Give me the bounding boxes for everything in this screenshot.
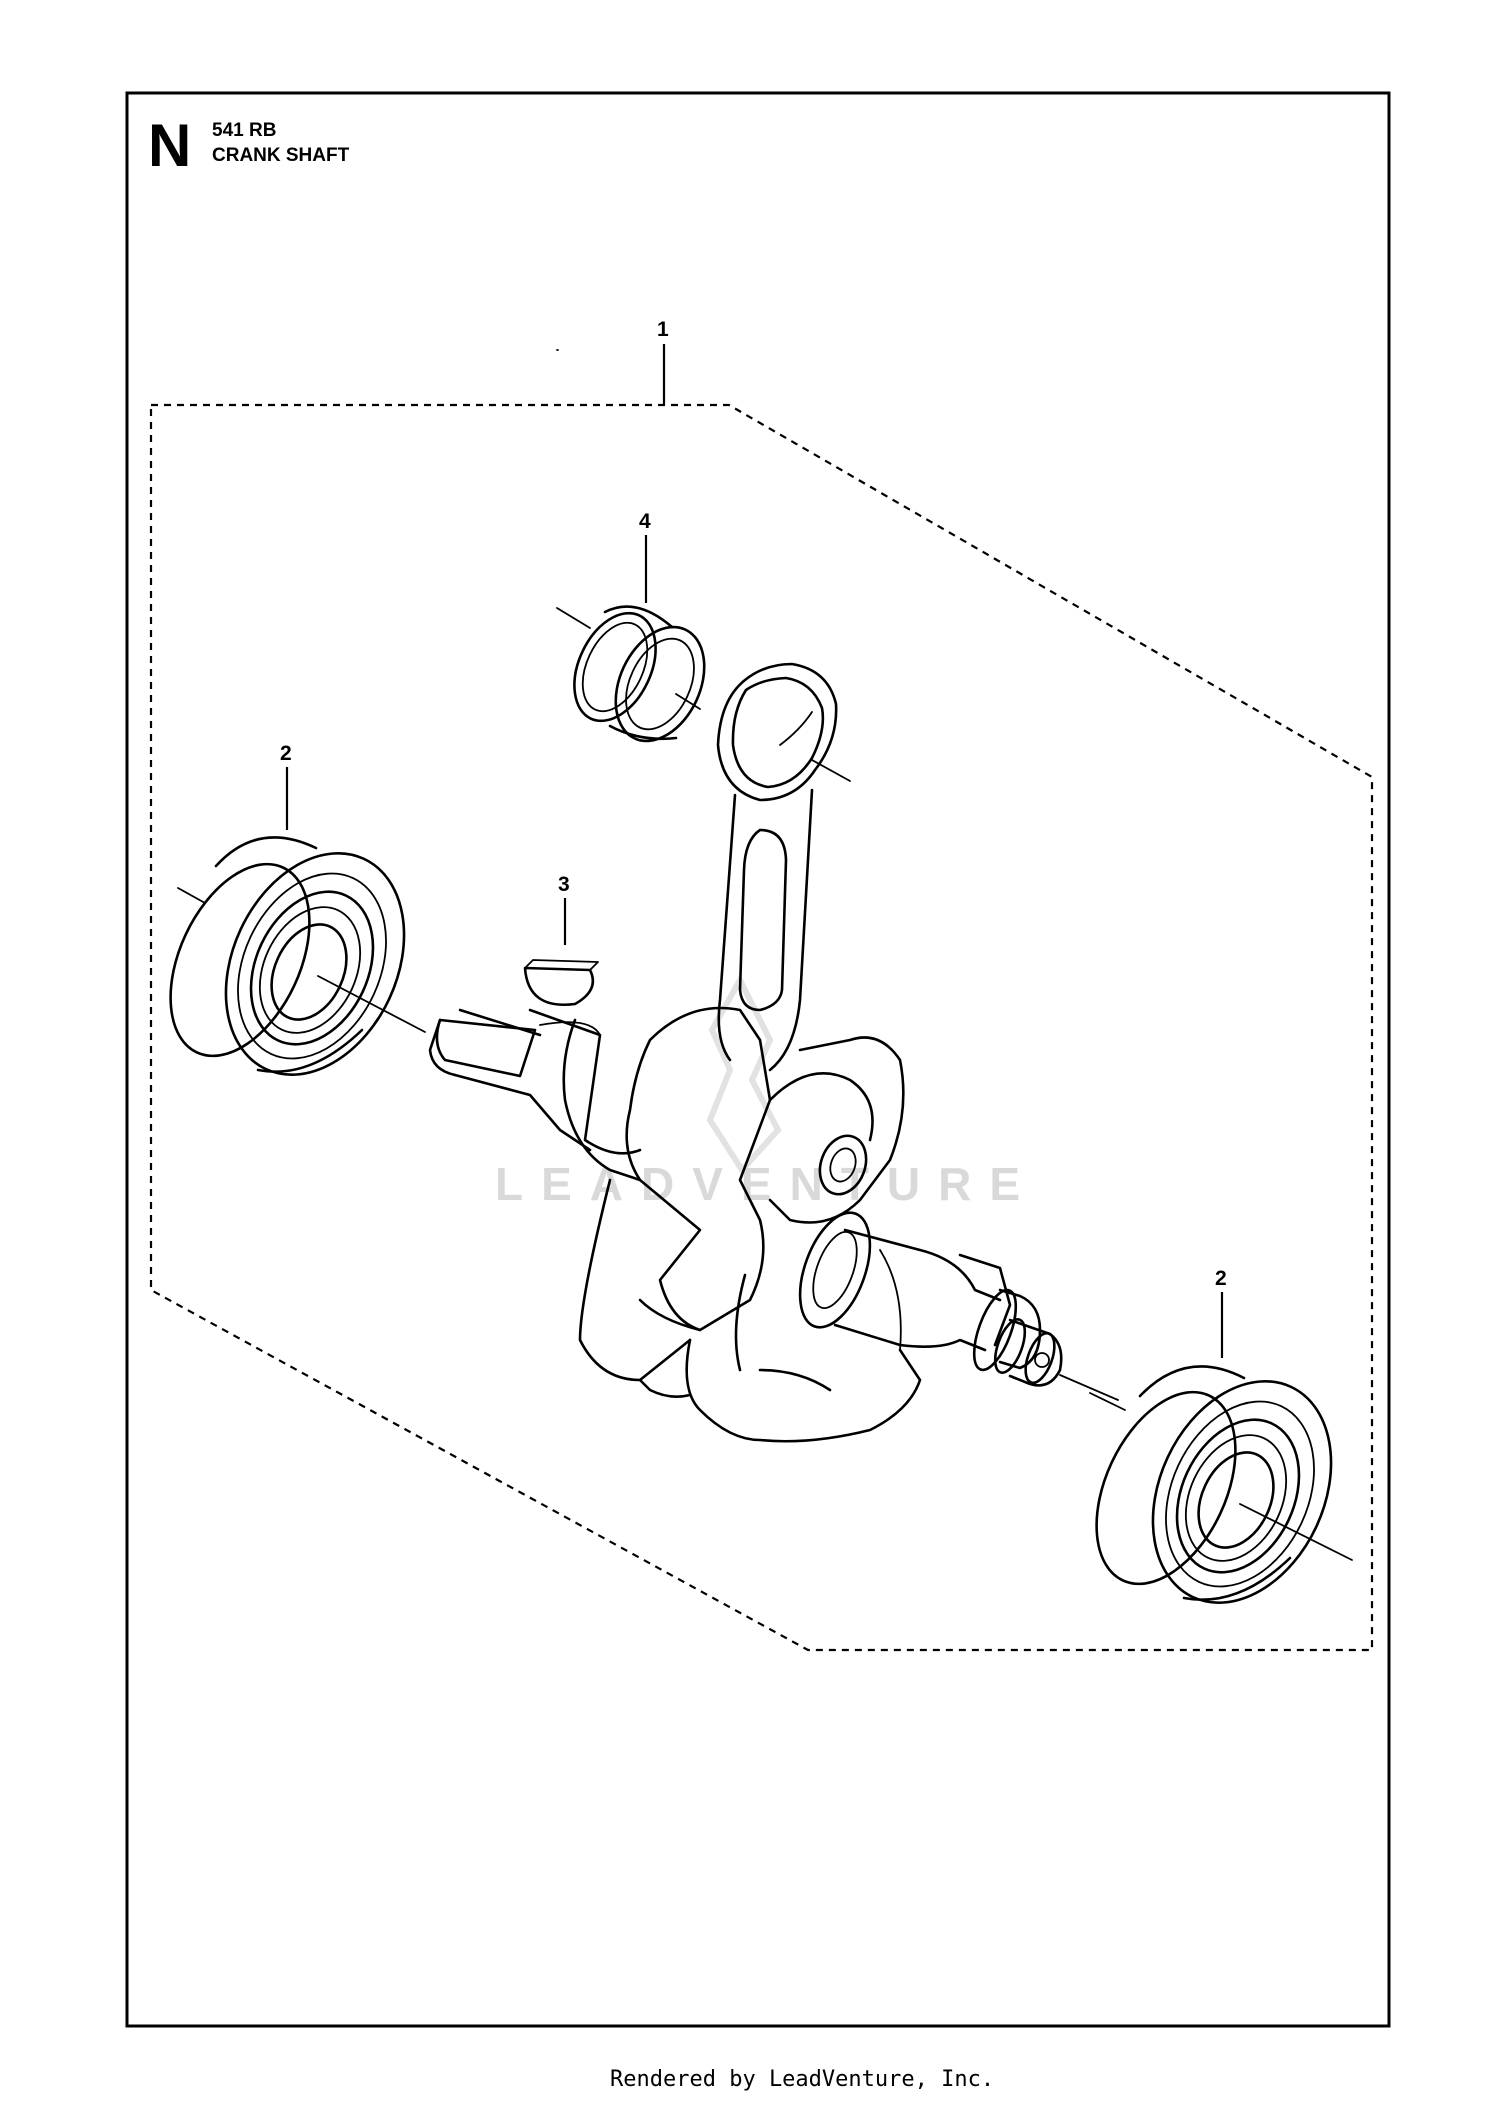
ball-bearing-left [169,836,426,1076]
footer-credit: Rendered by LeadVenture, Inc. [610,2067,994,2092]
needle-bearing [556,349,706,743]
svg-text:LEADVENTURE: LEADVENTURE [495,1158,1038,1210]
callout-3[interactable]: 3 [558,873,570,945]
svg-text:4: 4 [639,510,651,533]
svg-text:2: 2 [280,742,292,765]
diagram-title: CRANK SHAFT [212,145,350,166]
watermark: LEADVENTURE [495,973,1038,1210]
model-label: 541 RB [212,120,276,141]
svg-text:2: 2 [1215,1267,1227,1290]
callout-2-left[interactable]: 2 [280,742,292,830]
callout-2-right[interactable]: 2 [1215,1267,1227,1358]
page-frame [125,91,1391,2028]
assembly-boundary [149,403,1374,1652]
svg-text:3: 3 [558,873,570,896]
ball-bearing-right [1089,1365,1353,1604]
crankshaft [428,662,1119,1443]
woodruff-key [523,959,599,1007]
callout-1[interactable]: 1 [657,318,669,405]
callout-4[interactable]: 4 [639,510,651,603]
svg-text:1: 1 [657,318,669,341]
section-letter: N [148,112,191,179]
